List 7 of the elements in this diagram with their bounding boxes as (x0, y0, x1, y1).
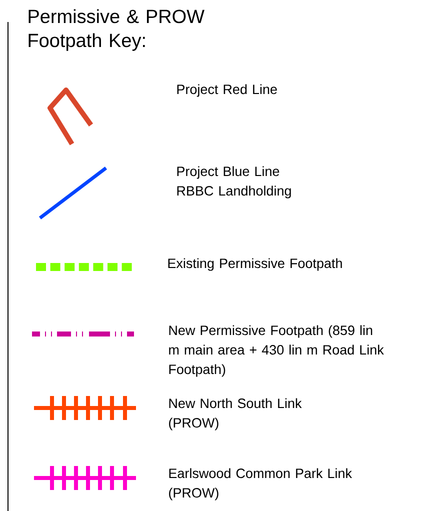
legend-label: Project Red Line (177, 84, 277, 97)
legend-title: Permissive & PROW Footpath Key: (28, 9, 204, 51)
legend-label: Existing Permissive Footpath (168, 258, 342, 271)
legend-label: Project Blue Line RBBC Landholding (177, 166, 291, 198)
legend-label: New North South Link (PROW) (169, 398, 302, 430)
legend-label: New Permissive Footpath (859 lin m main area + 430 lin m Road Link Footpath) (169, 325, 384, 377)
legend-label: Earlswood Common Park Link (PROW) (169, 468, 352, 500)
